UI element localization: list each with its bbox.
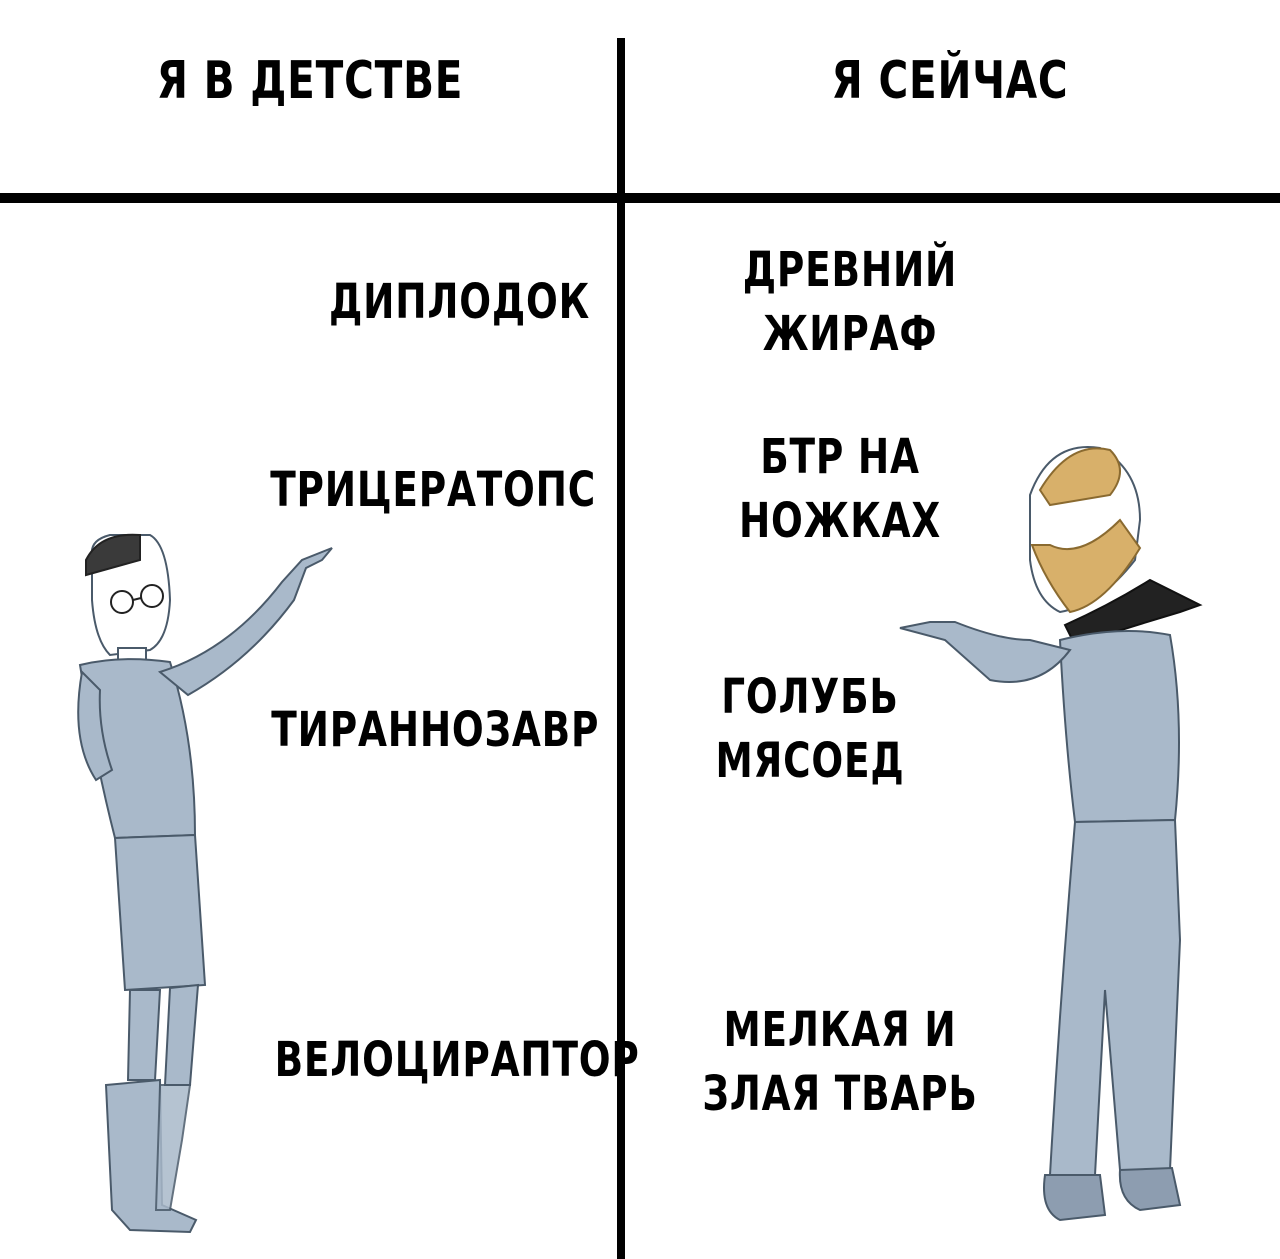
right-header: Я СЕЙЧАС bbox=[831, 51, 1069, 111]
left-label-diplodocus: ДИПЛОДОК bbox=[329, 274, 590, 330]
left-header: Я В ДЕТСТВЕ bbox=[156, 51, 464, 111]
left-label-velociraptor: ВЕЛОЦИРАПТОР bbox=[274, 1032, 640, 1088]
left-label-triceratops: ТРИЦЕРАТОПС bbox=[270, 462, 596, 518]
vertical-divider bbox=[617, 38, 625, 1259]
left-label-tyrannosaurus: ТИРАННОЗАВР bbox=[271, 702, 600, 758]
right-label-carnivorous-pigeon: ГОЛУБЬ МЯСОЕД bbox=[715, 669, 905, 789]
child-figure bbox=[77, 533, 333, 1234]
right-label-small-evil-creature: МЕЛКАЯ И ЗЛАЯ ТВАРЬ bbox=[702, 1002, 978, 1122]
right-label-ancient-giraffe: ДРЕВНИЙ ЖИРАФ bbox=[742, 242, 958, 362]
horizontal-divider bbox=[0, 193, 1280, 203]
right-label-apc-on-legs: БТР НА НОЖКАХ bbox=[738, 429, 942, 549]
